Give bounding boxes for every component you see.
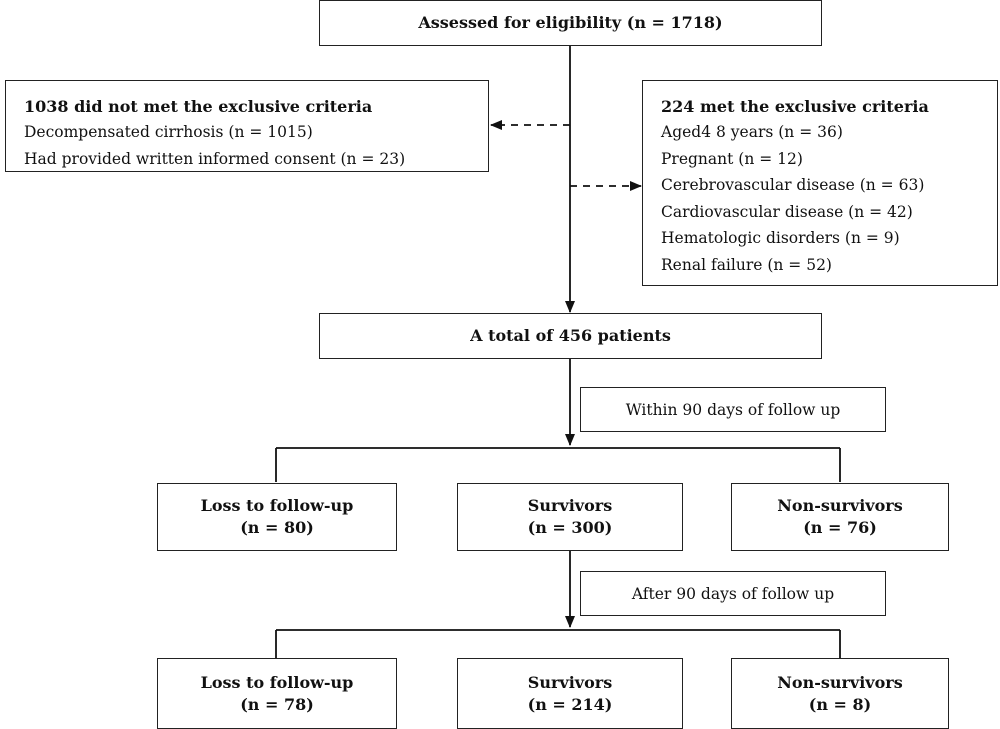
row2-loss-box: Loss to follow-up (n = 78) xyxy=(157,658,397,729)
excluded-right-title: 224 met the exclusive criteria xyxy=(661,97,929,116)
excluded-right-item: Cardiovascular disease (n = 42) xyxy=(661,202,913,221)
row1-non-survivors-box: Non-survivors (n = 76) xyxy=(731,483,949,551)
row2-survivors-title: Survivors xyxy=(527,672,613,692)
row1-survivors-title: Survivors xyxy=(527,496,613,515)
assessed-eligibility-title: Assessed for eligibility (n = 1718) xyxy=(418,13,723,32)
row1-non-survivors-title: Non-survivors xyxy=(777,496,903,515)
row1-loss-count: (n = 80) xyxy=(240,518,314,537)
row1-loss-box: Loss to follow-up (n = 80) xyxy=(157,483,397,551)
row2-survivors-box: Survivors (n = 214) xyxy=(457,658,683,729)
total-patients-title: A total of 456 patients xyxy=(470,326,671,345)
excluded-right-box: 224 met the exclusive criteria Aged4 8 y… xyxy=(642,80,998,286)
row1-loss-title: Loss to follow-up xyxy=(200,496,354,515)
row1-survivors-box: Survivors (n = 300) xyxy=(457,483,683,551)
followup-within-90-label: Within 90 days of follow up xyxy=(625,400,841,419)
followup-after-90-label: After 90 days of follow up xyxy=(631,584,835,603)
row2-non-survivors-box: Non-survivors (n = 8) xyxy=(731,658,949,729)
followup-after-90-box: After 90 days of follow up xyxy=(580,571,886,616)
excluded-left-box: 1038 did not met the exclusive criteria … xyxy=(5,80,489,172)
row2-loss-count: (n = 78) xyxy=(240,694,314,714)
row2-non-survivors-count: (n = 8) xyxy=(808,694,872,714)
row2-non-survivors-title: Non-survivors xyxy=(777,672,903,692)
excluded-right-item: Aged4 8 years (n = 36) xyxy=(661,123,843,141)
row2-survivors-count: (n = 214) xyxy=(527,694,613,714)
row1-non-survivors-count: (n = 76) xyxy=(803,518,877,537)
row1-survivors-count: (n = 300) xyxy=(527,518,613,537)
excluded-right-item: Hematologic disorders (n = 9) xyxy=(661,229,900,247)
assessed-eligibility-box: Assessed for eligibility (n = 1718) xyxy=(319,0,822,46)
excluded-right-item: Cerebrovascular disease (n = 63) xyxy=(661,176,925,194)
excluded-left-item: Had provided written informed consent (n… xyxy=(24,149,406,168)
row2-loss-title: Loss to follow-up xyxy=(200,672,354,692)
total-patients-box: A total of 456 patients xyxy=(319,313,822,359)
excluded-left-item: Decompensated cirrhosis (n = 1015) xyxy=(24,123,313,141)
excluded-left-title: 1038 did not met the exclusive criteria xyxy=(24,97,373,116)
excluded-right-item: Renal failure (n = 52) xyxy=(661,255,832,274)
excluded-right-item: Pregnant (n = 12) xyxy=(661,149,803,168)
followup-within-90-box: Within 90 days of follow up xyxy=(580,387,886,432)
